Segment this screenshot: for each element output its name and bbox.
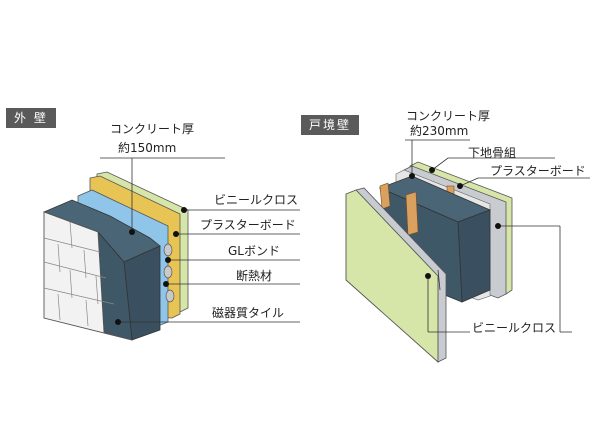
party-leader-lines	[427, 157, 590, 333]
party-label-vinyl-cloth: ビニールクロス	[472, 321, 557, 335]
exterior-label-plaster-board: プラスターボード	[200, 218, 296, 232]
exterior-wall-illustration	[42, 157, 300, 341]
exterior-wall-badge: 外 壁	[6, 108, 56, 128]
party-leader-dots	[425, 167, 501, 279]
exterior-label-ceramic-tile: 磁器質タイル	[212, 306, 285, 320]
party-label-stud-frame: 下地骨組	[468, 146, 517, 160]
party-thickness-value: 約230mm	[410, 124, 469, 138]
exterior-label-insulation: 断熱材	[236, 269, 273, 283]
exterior-label-gl-bond: GLボンド	[228, 244, 280, 258]
exterior-gl-bond-dabs	[163, 243, 175, 303]
exterior-leader-lines	[118, 209, 300, 323]
party-front-studs	[379, 182, 419, 236]
exterior-ceramic-tile-face	[43, 211, 133, 341]
party-label-plaster-board: プラスターボード	[490, 164, 586, 178]
party-wall-badge: 戸境壁	[301, 115, 360, 135]
exterior-leader-dots	[115, 207, 187, 325]
exterior-label-vinyl-cloth: ビニールクロス	[214, 193, 299, 207]
party-thickness-title: コンクリート厚	[406, 109, 491, 123]
exterior-thickness-value: 約150mm	[118, 141, 177, 155]
exterior-tile-joints	[43, 221, 115, 327]
party-concrete-side	[457, 209, 491, 303]
party-front-vinyl-cloth	[345, 189, 439, 364]
party-wall-illustration	[345, 139, 590, 364]
exterior-thickness-title: コンクリート厚	[110, 122, 195, 136]
